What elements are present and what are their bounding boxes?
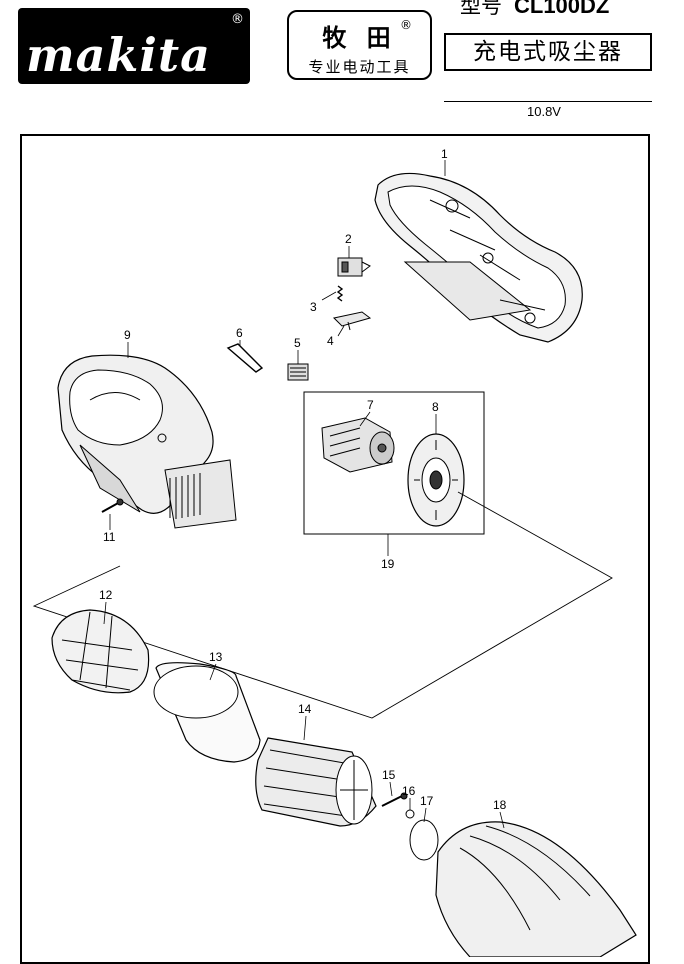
callout-1: 1: [441, 147, 448, 161]
fan-part: [407, 433, 465, 527]
spring-part: [336, 285, 344, 302]
switch-lever-part: [332, 311, 372, 331]
washer-part: [405, 809, 415, 819]
brand-subtitle: 专业电动工具: [308, 58, 411, 76]
terminal-part: [287, 363, 309, 381]
callout-9: 9: [124, 328, 131, 342]
callout-13: 13: [209, 650, 223, 664]
filter-part: [153, 662, 261, 763]
screw-part: [101, 498, 124, 513]
assembly-axis-line: [32, 491, 613, 719]
brand-badge: 牧 田 ® 专业电动工具: [287, 10, 432, 80]
callout-15: 15: [382, 768, 396, 782]
callout-19: 19: [381, 557, 395, 571]
callout-2: 2: [345, 232, 352, 246]
brand-name: 牧 田: [322, 24, 397, 52]
makita-logo: makita ®: [18, 8, 250, 84]
callout-5: 5: [294, 336, 301, 350]
callout-7: 7: [367, 398, 374, 412]
logo-registered-mark: ®: [231, 12, 244, 27]
housing-set-part: [57, 354, 237, 529]
logo-wordmark: makita: [26, 28, 211, 82]
model-label: 型号: [460, 0, 502, 18]
callout-17: 17: [420, 794, 434, 808]
motor-assembly-box: [303, 391, 485, 535]
product-name: 充电式吸尘器: [444, 33, 652, 71]
callout-11: 11: [103, 530, 116, 544]
gasket-part: [409, 819, 439, 861]
filter-cage-part: [255, 737, 377, 827]
leader-lines: [103, 160, 505, 829]
prefilter-part: [51, 609, 150, 694]
callout-4: 4: [327, 334, 334, 348]
callout-3: 3: [310, 300, 317, 314]
callout-6: 6: [236, 326, 243, 340]
screw-15-part: [381, 792, 408, 807]
header-rule: [444, 101, 652, 102]
housing-half-part: [374, 172, 583, 343]
callout-16: 16: [402, 784, 416, 798]
nozzle-part: [435, 821, 637, 957]
switch-part: [337, 257, 371, 277]
model-number: CL100DZ: [514, 0, 610, 18]
brand-registered-mark: ®: [400, 18, 412, 32]
callout-14: 14: [298, 702, 312, 716]
callout-8: 8: [432, 400, 439, 414]
voltage-label: 10.8V: [527, 104, 561, 119]
callout-18: 18: [493, 798, 507, 812]
hook-wire-part: [226, 343, 264, 373]
callout-12: 12: [99, 588, 113, 602]
motor-part: [321, 417, 395, 473]
